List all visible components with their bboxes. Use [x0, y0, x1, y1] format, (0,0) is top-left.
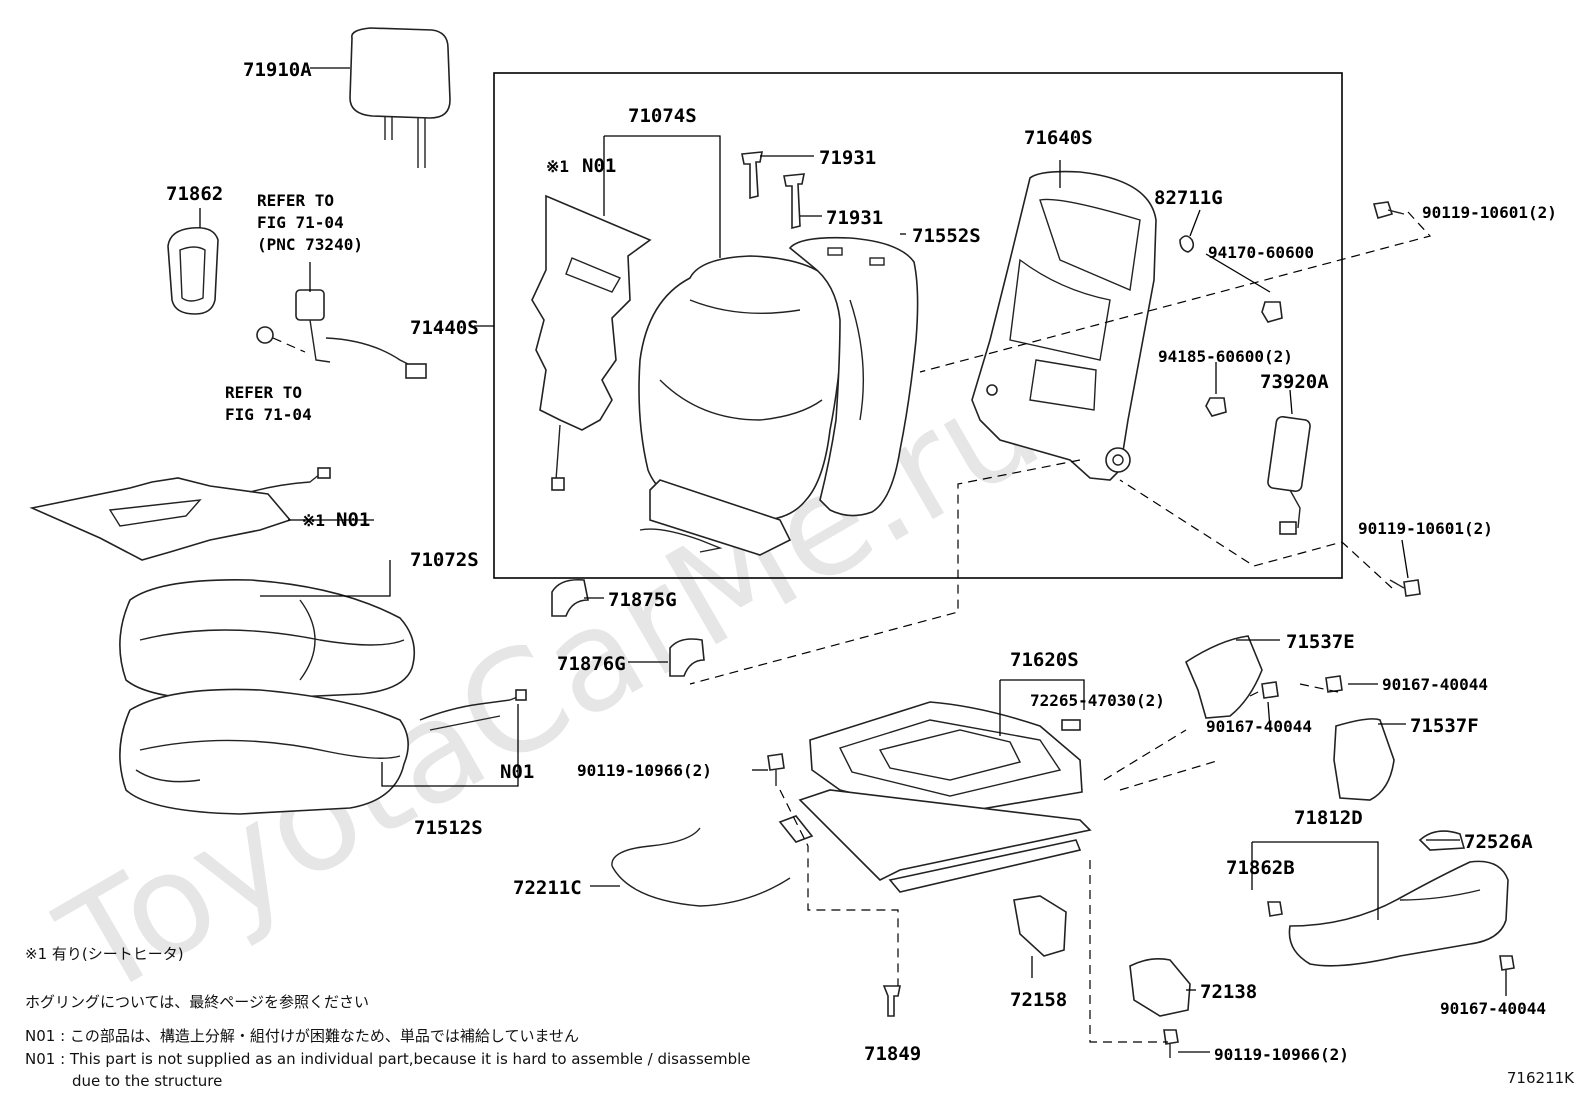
leader-lines: [199, 67, 1507, 1053]
seat-cushion-cover-drawing: [119, 579, 416, 701]
part-label-82711G[interactable]: 82711G: [1154, 187, 1223, 209]
refer-label-2-line1: REFER TO: [225, 383, 302, 402]
part-label-71862[interactable]: 71862: [166, 183, 223, 205]
part-label-90167-40044-a[interactable]: 90167-40044: [1206, 717, 1312, 736]
part-label-94170-60600[interactable]: 94170-60600: [1208, 243, 1314, 262]
part-label-N01-cushion[interactable]: N01: [336, 509, 370, 531]
part-label-71875G[interactable]: 71875G: [608, 589, 677, 611]
seat-back-pad-drawing: [788, 236, 919, 517]
seat-belt-buckle-drawing: [256, 289, 427, 379]
part-label-90167-40044-b[interactable]: 90167-40044: [1382, 675, 1488, 694]
hooks-71931-drawing: [741, 151, 805, 230]
seat-cushion-pad-drawing: [119, 688, 409, 815]
part-label-72265-47030[interactable]: 72265-47030(2): [1030, 691, 1165, 710]
note-n01-english-cont: due to the structure: [72, 1072, 223, 1090]
part-label-72211C[interactable]: 72211C: [513, 877, 582, 899]
part-label-N01-wire[interactable]: N01: [500, 761, 534, 783]
part-label-71849[interactable]: 71849: [864, 1043, 921, 1065]
part-label-71931-b[interactable]: 71931: [826, 207, 883, 229]
note-n01-japanese: N01 : この部品は、構造上分解・組付けが困難なため、単品では補給していません: [25, 1027, 580, 1045]
note-hog-ring: ホグリングについては、最終ページを参照ください: [25, 993, 369, 1011]
part-label-71620S[interactable]: 71620S: [1010, 649, 1079, 671]
shield-covers-drawing: [1013, 635, 1395, 1017]
seat-back-frame-drawing: [971, 170, 1157, 481]
cushion-harness-drawing: [419, 689, 527, 731]
clip-and-nuts-drawing: [1179, 201, 1421, 597]
note-n01-english: N01 : This part is not supplied as an in…: [25, 1050, 751, 1068]
part-label-71537E[interactable]: 71537E: [1286, 631, 1355, 653]
part-label-73920A[interactable]: 73920A: [1260, 371, 1329, 393]
heater-mark-back: ※1: [546, 157, 569, 176]
part-label-90119-10601-top[interactable]: 90119-10601(2): [1422, 203, 1557, 222]
part-label-90119-10601-bottom[interactable]: 90119-10601(2): [1358, 519, 1493, 538]
part-label-71072S[interactable]: 71072S: [410, 549, 479, 571]
back-heater-panel-drawing: [531, 194, 652, 491]
part-label-71640S[interactable]: 71640S: [1024, 127, 1093, 149]
installation-dashes: [689, 211, 1432, 1043]
part-label-72158[interactable]: 72158: [1010, 989, 1067, 1011]
refer-label-1-line2: FIG 71-04: [257, 213, 344, 232]
part-label-72526A[interactable]: 72526A: [1464, 831, 1533, 853]
figure-id: 716211K: [1506, 1069, 1574, 1087]
hinge-cover-drawing: [551, 578, 705, 677]
part-label-N01-back[interactable]: N01: [582, 155, 616, 177]
part-label-71931-a[interactable]: 71931: [819, 147, 876, 169]
headrest-drawing: [349, 27, 451, 168]
refer-label-1-line3: (PNC 73240): [257, 235, 363, 254]
guide-ring-drawing: [167, 226, 219, 315]
part-label-71862B[interactable]: 71862B: [1226, 857, 1295, 879]
part-label-90167-40044-c[interactable]: 90167-40044: [1440, 999, 1546, 1018]
part-label-71552S[interactable]: 71552S: [912, 225, 981, 247]
seat-back-cover-drawing: [638, 255, 845, 556]
part-label-71876G[interactable]: 71876G: [557, 653, 626, 675]
note-heater: ※1 有り(シートヒータ): [25, 945, 184, 963]
refer-label-1-line1: REFER TO: [257, 191, 334, 210]
part-label-71440S[interactable]: 71440S: [410, 317, 479, 339]
part-label-71512S[interactable]: 71512S: [414, 817, 483, 839]
part-label-94185-60600[interactable]: 94185-60600(2): [1158, 347, 1293, 366]
part-label-71074S[interactable]: 71074S: [628, 105, 697, 127]
side-airbag-drawing: [1267, 415, 1311, 535]
part-label-90119-10966-b[interactable]: 90119-10966(2): [1214, 1045, 1349, 1064]
part-label-71537F[interactable]: 71537F: [1410, 715, 1479, 737]
part-label-72138[interactable]: 72138: [1200, 981, 1257, 1003]
part-label-90119-10966-a[interactable]: 90119-10966(2): [577, 761, 712, 780]
part-label-71812D[interactable]: 71812D: [1294, 807, 1363, 829]
bolts-drawing: [767, 675, 1515, 1058]
heater-mark-cushion: ※1: [302, 511, 325, 530]
wire-72211C-drawing: [611, 827, 791, 907]
part-label-71910A[interactable]: 71910A: [243, 59, 312, 81]
refer-label-2-line2: FIG 71-04: [225, 405, 312, 424]
seat-track-frame-drawing: [778, 701, 1092, 893]
cushion-heater-panel-drawing: [29, 467, 331, 561]
